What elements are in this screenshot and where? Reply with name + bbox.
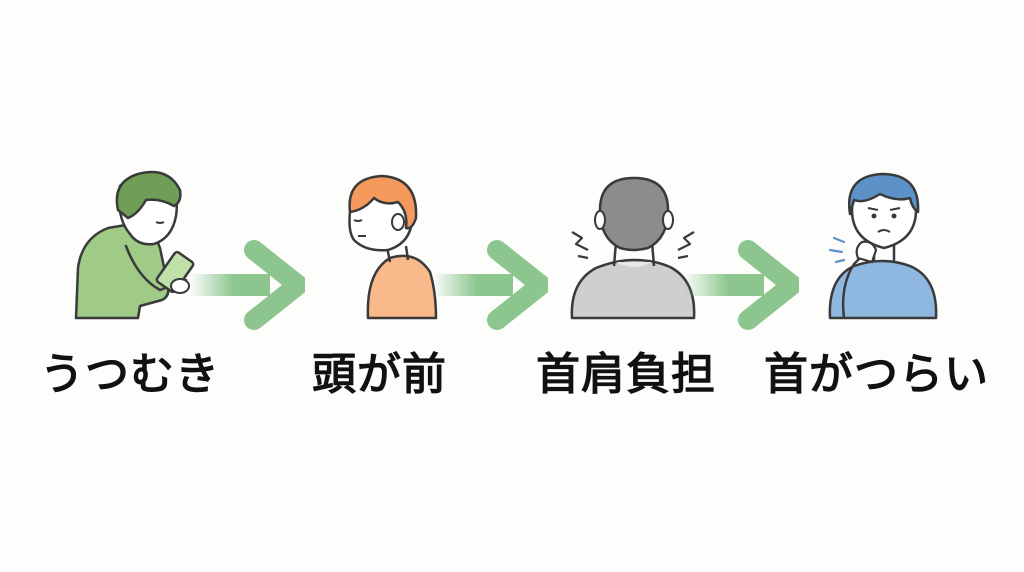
person-looking-at-phone-icon [74,170,195,320]
neck-shoulder-pain-icon [570,176,696,320]
arrow-2 [433,240,548,330]
step-label-1: うつむき [40,349,220,400]
arrow-1 [190,240,305,330]
arrow-3 [684,240,799,330]
step-label-4: 首がつらい [764,349,989,400]
person-neck-pain-icon [828,172,938,320]
step-label-2: 頭が前 [312,349,447,400]
step-label-3: 首肩負担 [536,349,716,400]
person-head-forward-icon [348,174,438,320]
